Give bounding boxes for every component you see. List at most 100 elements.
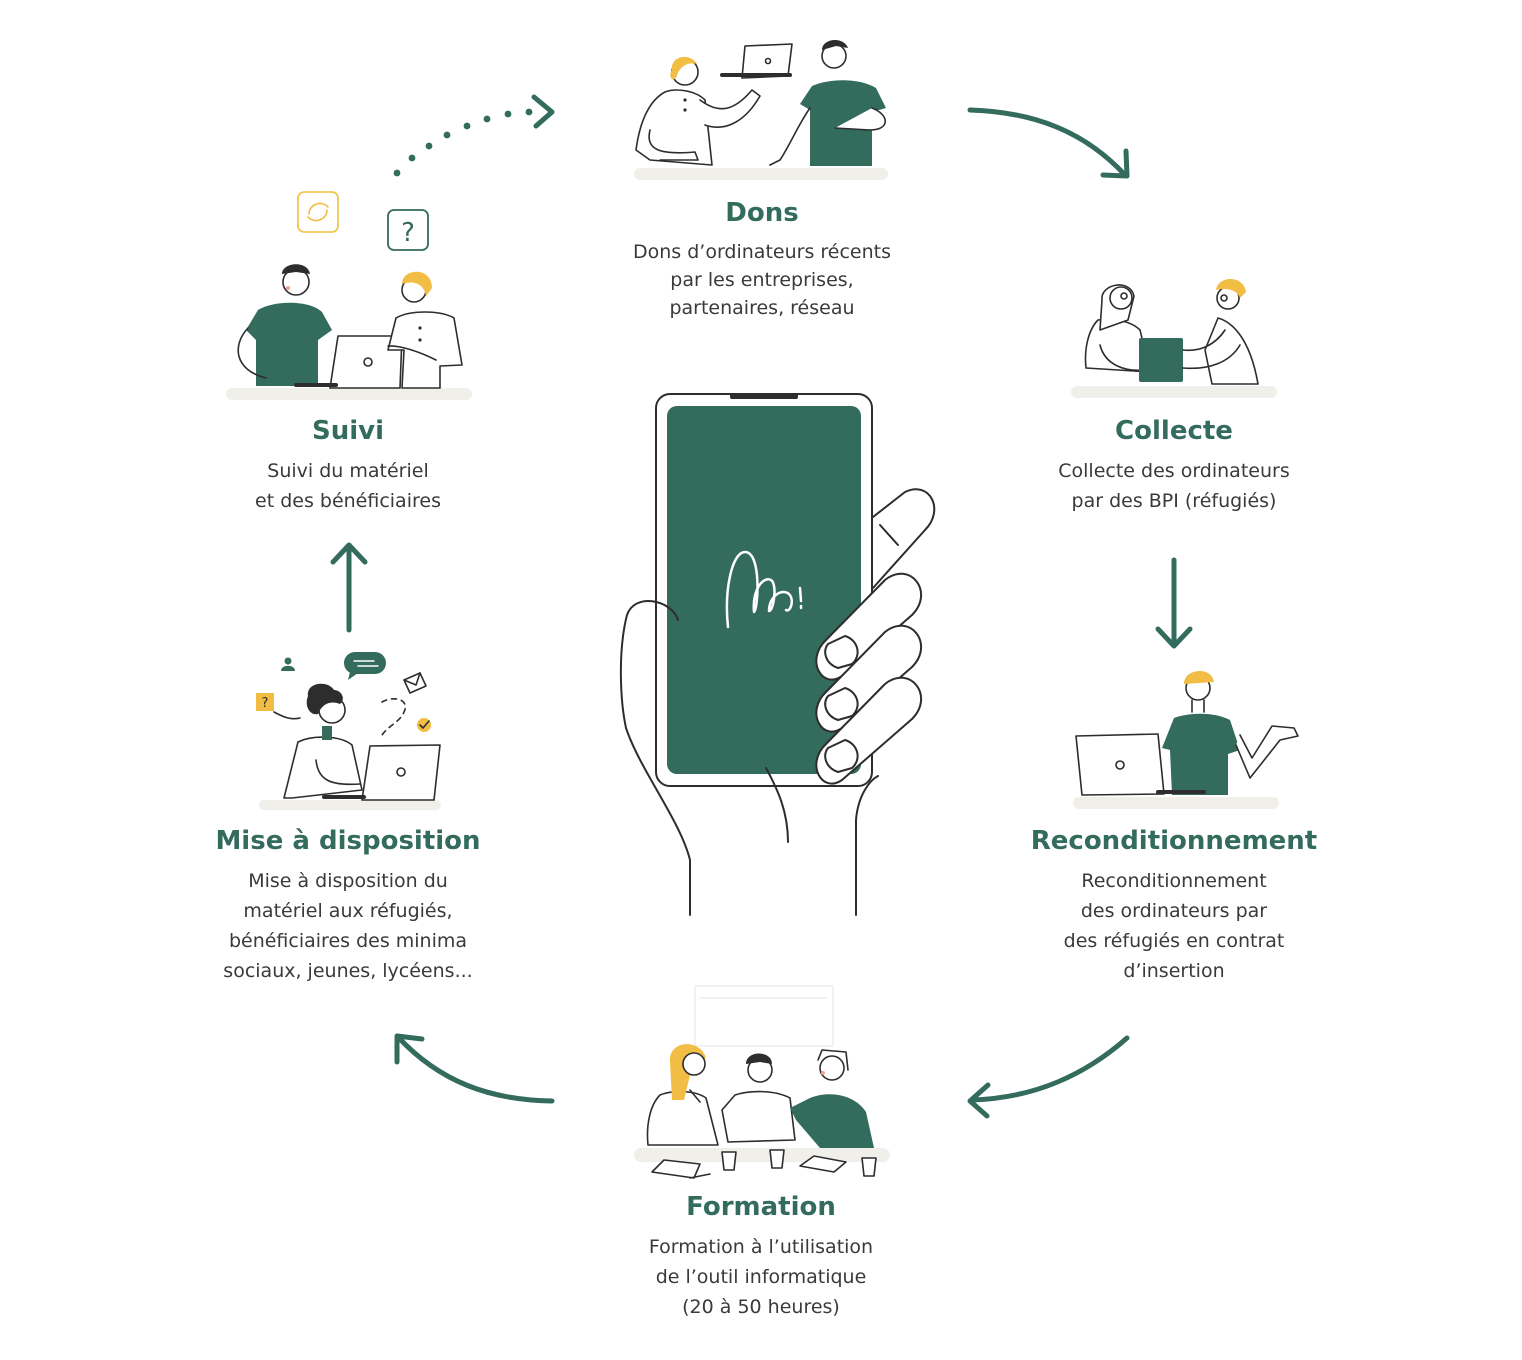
person-arm-raised [1235,725,1299,779]
logo-scribble [725,550,793,629]
question-mark-icon [256,693,274,711]
laptop [329,335,403,389]
arrowhead-recond-to-formation [967,1082,991,1119]
step-title: Formation [686,1192,836,1222]
suivi-illustration: ? [226,191,472,400]
arrowhead-dons-to-collecte [1100,148,1130,179]
step-description-line: Collecte des ordinateurs [1058,460,1290,482]
phone-in-hand-illustration [619,393,936,916]
arrow-dons-to-collecte [967,107,1128,178]
person-green-shirt [1162,713,1240,795]
formation-illustration [634,985,890,1179]
step-title: Reconditionnement [1030,826,1318,856]
step-title: Dons [725,198,799,228]
step-description-line: partenaires, réseau [669,297,855,319]
step-description-line: bénéficiaires des minima [228,930,468,952]
dotted-arrow-suivi-to-dons [393,108,533,177]
arrowhead-mise-to-suivi [330,542,368,565]
step-description-line: sociaux, jeunes, lycéens... [223,960,473,982]
whiteboard [694,985,834,1047]
hand-wrist-right [855,775,879,916]
hair-dark [282,264,310,274]
person-arm-low [648,129,699,161]
chat-bubble-icon [344,652,386,680]
cap-yellow [1176,670,1214,684]
phone-screen [667,406,861,774]
floor [1073,797,1279,809]
laptop [361,744,441,801]
step-description-line: Formation à l’utilisation [648,1236,874,1258]
finger-3-nail [824,687,859,721]
cup [769,1149,785,1169]
floor [1071,386,1277,398]
floor [226,388,472,400]
step-collecte: Collecte Collecte des ordinateurs par de… [1014,416,1334,516]
arrow-formation-to-mise [395,1034,555,1104]
collecte-illustration [1071,278,1277,398]
arrowhead-collecte-to-recond [1155,626,1193,649]
dons-illustration [634,39,888,180]
person-head [682,1052,706,1076]
step-mise-a-disposition: Mise à disposition Mise à disposition du… [178,826,518,986]
hand-thumb-base [765,767,789,843]
question-mark-glyph: ? [401,218,415,248]
finger-4-nail [824,739,859,773]
step-title: Mise à disposition [215,826,481,856]
hand-palm [619,600,691,916]
hair-outline [817,1049,849,1071]
tablet [1139,338,1183,382]
person-green-shirt [790,1094,874,1148]
hair-yellow [402,271,432,296]
hair-yellow [670,56,697,80]
person-arm [237,327,267,379]
phone-speaker [730,394,798,399]
hair-dark [746,1053,772,1064]
mise-illustration: ? [256,652,441,810]
person-arm [699,89,761,128]
step-description-line: Suivi du matériel [267,460,429,482]
cycle-arrows [330,94,1193,1119]
person-arm-right [834,107,887,131]
table [634,1148,890,1162]
cup [721,1151,737,1171]
step-description-line: d’insertion [1123,960,1225,982]
logo-dot [798,586,803,610]
arrow-recond-to-formation [969,1035,1130,1103]
recond-illustration [1073,670,1299,809]
step-suivi: Suivi Suivi du matériel et des bénéficia… [188,416,508,516]
step-description-line: par des BPI (réfugiés) [1071,490,1277,512]
person-arm [769,107,811,166]
arrowhead-formation-to-mise [394,1033,425,1065]
hair-dark [822,39,848,50]
hair-yellow [1216,278,1246,298]
step-description-line: par les entreprises, [670,269,854,291]
step-description-line: Dons d’ordinateurs récents [632,241,891,263]
person-torso [635,89,713,166]
step-description-line: Reconditionnement [1081,870,1267,892]
floor [259,800,441,810]
step-description-line: des ordinateurs par [1080,900,1268,922]
refresh-icon [297,191,339,233]
step-description-line: et des bénéficiaires [255,490,441,512]
laptop-held [741,43,793,79]
person-torso [387,311,463,389]
person-arm [1182,329,1241,370]
step-reconditionnement: Reconditionnement Reconditionnement des … [1014,826,1334,986]
paper [799,1155,847,1173]
person-head [819,1055,845,1081]
floor [634,168,888,180]
paper [651,1159,701,1179]
cup [861,1157,877,1177]
person-green-shirt [800,80,886,166]
step-description-line: matériel aux réfugiés, [243,900,453,922]
laptop [1075,733,1165,796]
step-dons: Dons Dons d’ordinateurs récents par les … [560,198,964,322]
person-torso [1204,317,1259,385]
step-description-line: de l’outil informatique [655,1266,867,1288]
checkmark-icon [417,718,431,732]
step-title: Suivi [311,416,384,446]
step-description-line: (20 à 50 heures) [682,1296,840,1318]
step-description-line: des réfugiés en contrat [1063,930,1285,952]
user-icon [281,657,295,671]
